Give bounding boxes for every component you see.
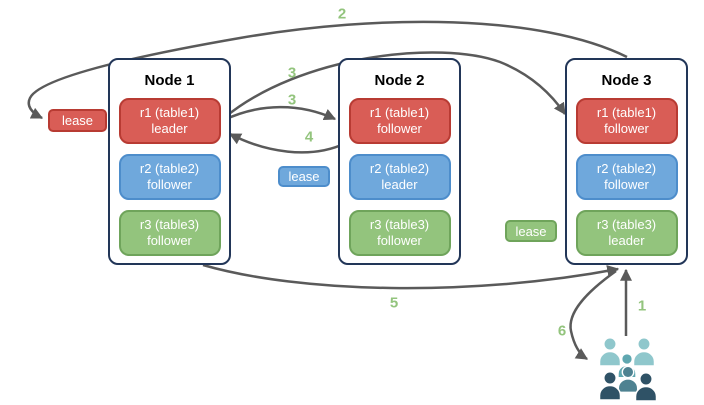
- step-label-6: 6: [557, 322, 567, 340]
- replica-name: r2 (table2): [596, 161, 657, 176]
- replica-role: leader: [381, 177, 418, 192]
- lease-tag-table3: lease: [505, 220, 557, 242]
- person-back-left-icon: [598, 337, 622, 367]
- arrow-step-6-node3-to-users: [569, 269, 617, 361]
- replica-role: leader: [151, 121, 188, 136]
- node-2-replica-r2: r2 (table2) leader: [348, 154, 451, 200]
- replica-role: follower: [147, 177, 192, 192]
- node-1-title: Node 1: [144, 71, 195, 89]
- replica-role: follower: [147, 233, 192, 248]
- replica-role: leader: [608, 233, 645, 248]
- arrow-step-3-leader-to-node2: [223, 105, 337, 122]
- step-label-4: 4: [304, 128, 314, 146]
- lease-tag-table1: lease: [48, 109, 107, 132]
- person-front-left-icon: [598, 371, 622, 401]
- replica-role: follower: [604, 121, 649, 136]
- replica-role: follower: [604, 177, 649, 192]
- node-3-replica-r2: r2 (table2) follower: [575, 154, 678, 200]
- node-2-replica-r1: r1 (table1) follower: [348, 98, 451, 144]
- step-label-1: 1: [637, 297, 647, 315]
- person-back-right-icon: [632, 337, 656, 367]
- step-label-5: 5: [389, 294, 399, 312]
- node-3-title: Node 3: [601, 71, 652, 89]
- arrow-step-3-leader-to-node3: [223, 51, 567, 119]
- arrow-step-5-node1-to-node3: [202, 263, 620, 290]
- replica-name: r2 (table2): [369, 161, 430, 176]
- replica-name: r3 (table3): [596, 217, 657, 232]
- node-3-replica-r3: r3 (table3) leader: [575, 210, 678, 256]
- node-1-replica-r1: r1 (table1) leader: [118, 98, 221, 144]
- replica-name: r3 (table3): [139, 217, 200, 232]
- node-1-replica-r2: r2 (table2) follower: [118, 154, 221, 200]
- node-2-replica-r3: r3 (table3) follower: [348, 210, 451, 256]
- node-1-replica-r3: r3 (table3) follower: [118, 210, 221, 256]
- replica-name: r3 (table3): [369, 217, 430, 232]
- replica-role: follower: [377, 233, 422, 248]
- replica-role: follower: [377, 121, 422, 136]
- users-group-icon: [598, 337, 658, 402]
- person-front-right-icon: [634, 372, 658, 402]
- replica-name: r2 (table2): [139, 161, 200, 176]
- replica-name: r1 (table1): [596, 105, 657, 120]
- arrow-step-4-node2-to-leader: [228, 132, 347, 154]
- node-3: Node 3 r1 (table1) follower r2 (table2) …: [565, 58, 688, 265]
- node-1: Node 1 r1 (table1) leader r2 (table2) fo…: [108, 58, 231, 265]
- step-label-3a: 3: [287, 64, 297, 82]
- step-label-2: 2: [337, 5, 347, 23]
- replica-name: r1 (table1): [139, 105, 200, 120]
- arrow-step-2-gateway-to-lease: [27, 20, 628, 120]
- step-label-3b: 3: [287, 91, 297, 109]
- node-2-title: Node 2: [374, 71, 425, 89]
- lease-tag-table2: lease: [278, 166, 330, 187]
- node-2: Node 2 r1 (table1) follower r2 (table2) …: [338, 58, 461, 265]
- node-3-replica-r1: r1 (table1) follower: [575, 98, 678, 144]
- replica-name: r1 (table1): [369, 105, 430, 120]
